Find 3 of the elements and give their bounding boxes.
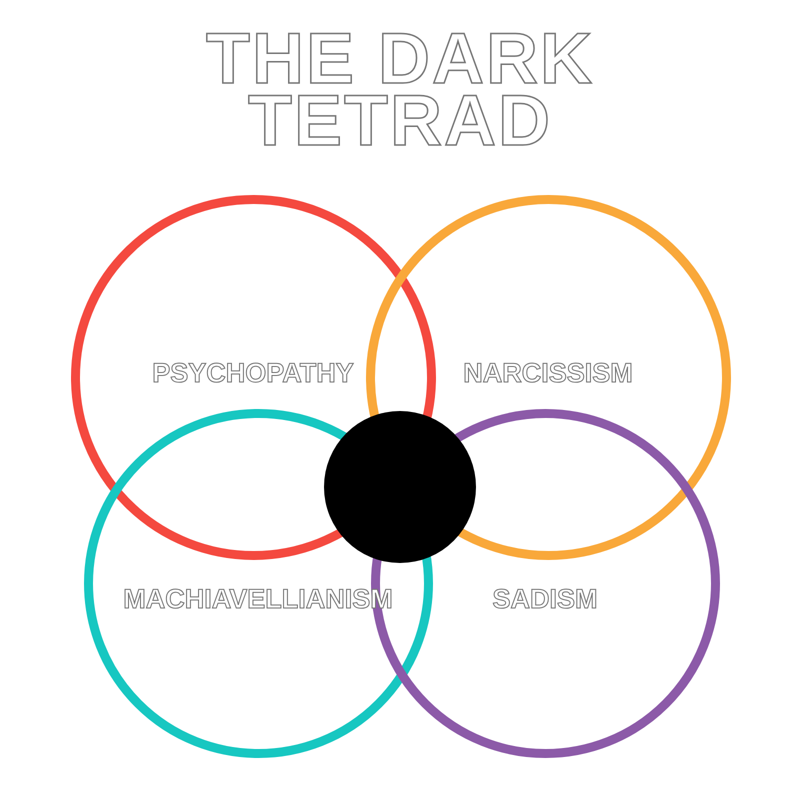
category-label: PSYCHOPATHY: [151, 358, 355, 389]
category-label: NARCISSISM: [462, 358, 634, 389]
title: THE DARK TETRAD: [205, 28, 595, 152]
